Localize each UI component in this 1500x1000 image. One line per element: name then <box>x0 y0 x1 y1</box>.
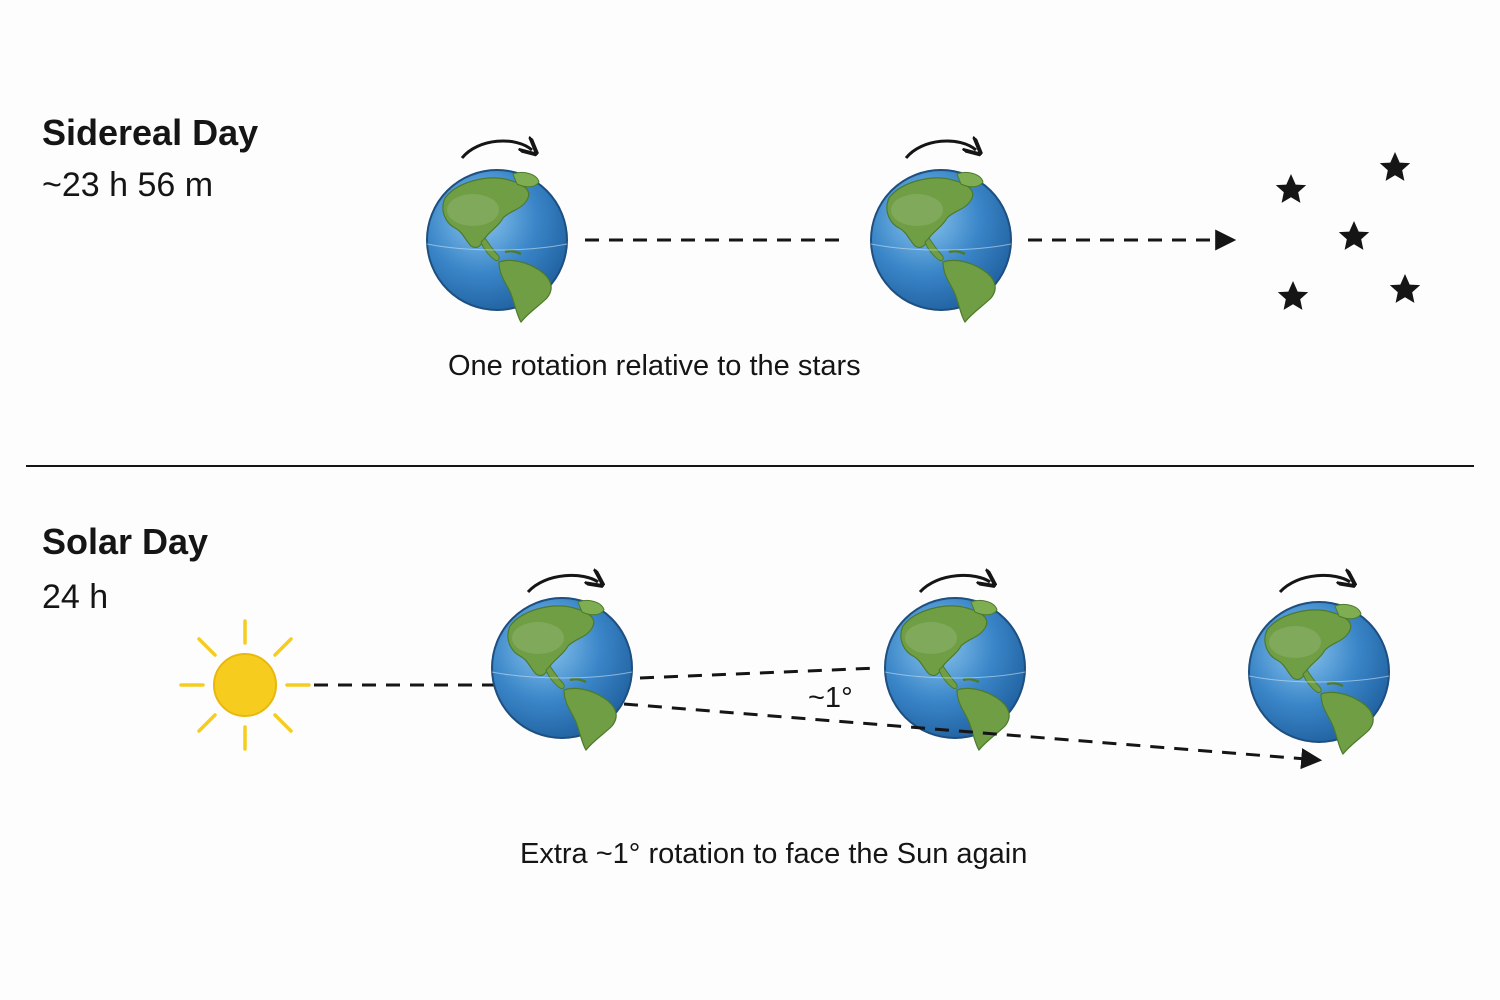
solar-caption: Extra ~1° rotation to face the Sun again <box>520 838 1028 870</box>
star-icon <box>1277 281 1309 310</box>
earth-globe-icon <box>883 596 1027 752</box>
rotation-arrow-icon <box>460 141 532 159</box>
solar-upper-line <box>639 666 879 680</box>
star-icon <box>1389 274 1421 303</box>
sidereal-section <box>425 141 1421 324</box>
sun-icon <box>179 619 311 751</box>
rotation-arrow-icon <box>1278 575 1350 594</box>
sidereal-caption: One rotation relative to the stars <box>448 350 861 382</box>
star-icon <box>1338 221 1370 250</box>
solar-day-duration: 24 h <box>42 578 109 616</box>
rotation-arrow-icon <box>904 141 976 159</box>
solar-day-title: Solar Day <box>42 521 209 562</box>
star-icon <box>1379 152 1411 181</box>
star-icon <box>1275 174 1307 203</box>
solar-lower-arrow <box>623 702 1323 770</box>
earth-globe-icon <box>1247 600 1391 756</box>
sidereal-day-title: Sidereal Day <box>42 112 259 153</box>
earth-globe-icon <box>425 168 569 324</box>
solar-section <box>179 575 1391 770</box>
earth-globe-icon <box>490 596 634 752</box>
sidereal-day-duration: ~23 h 56 m <box>42 166 214 204</box>
star-cluster <box>1275 152 1421 310</box>
rotation-arrow-icon <box>526 575 598 594</box>
earth-globe-icon <box>869 168 1013 324</box>
rotation-arrow-icon <box>918 575 990 594</box>
angle-label: ~1° <box>808 682 853 714</box>
